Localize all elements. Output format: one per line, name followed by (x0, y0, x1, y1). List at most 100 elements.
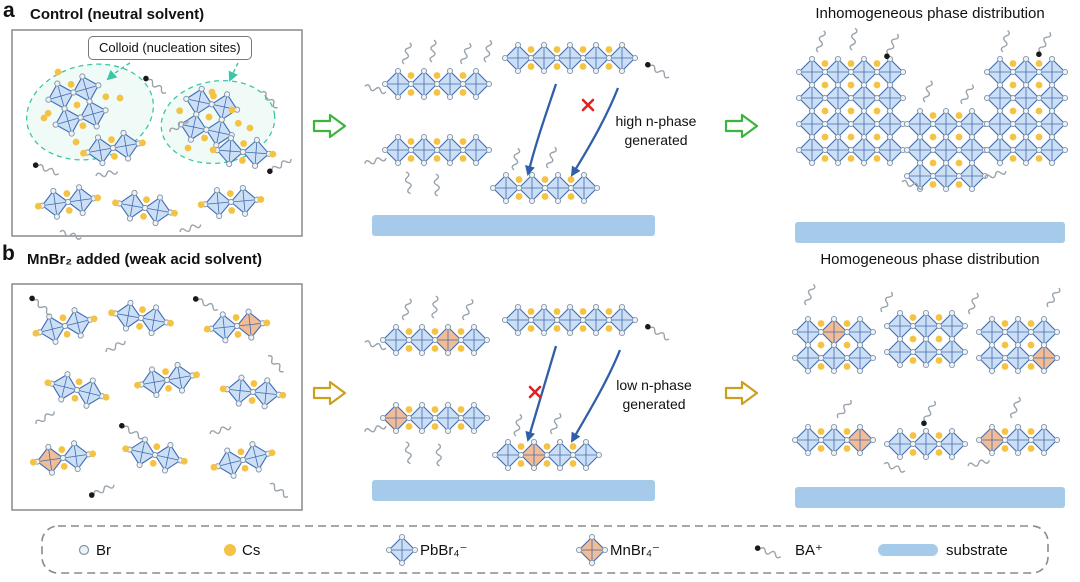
br-atom (1035, 94, 1043, 102)
cs-atom (257, 195, 265, 203)
cs-atom (579, 325, 587, 332)
br-atom (942, 107, 950, 115)
br-atom (1014, 315, 1022, 323)
br-atom (543, 451, 551, 459)
cs-atom (1009, 155, 1017, 162)
br-atom (1009, 120, 1017, 128)
br-atom (942, 185, 950, 193)
br-atom (791, 436, 799, 444)
cs-atom (63, 330, 71, 338)
br-atom (588, 559, 596, 567)
br-atom (405, 414, 413, 422)
legend-ba-label: BA⁺ (795, 542, 823, 559)
br-atom (227, 198, 235, 206)
br-atom (795, 146, 803, 154)
br-atom (216, 213, 223, 220)
perovskite-slab (32, 307, 98, 345)
crystal-grid (883, 309, 969, 369)
br-atom (968, 185, 976, 193)
ligand-chain (435, 443, 442, 467)
cs-atom (134, 381, 141, 389)
cs-atom (909, 449, 917, 456)
br-atom (394, 93, 402, 101)
cs-atom (433, 89, 441, 96)
ligand-chain (460, 42, 472, 65)
ligand-chain (105, 340, 126, 353)
cs-atom (527, 308, 535, 315)
br-atom (120, 129, 127, 136)
cs-atom (1009, 133, 1017, 141)
br-atom (856, 341, 864, 349)
cs-atom (847, 133, 855, 141)
br-atom (179, 387, 186, 394)
br-atom (567, 184, 575, 192)
cs-atom (89, 450, 97, 458)
br-atom (109, 144, 117, 152)
br-atom (136, 461, 143, 469)
br-atom (843, 328, 851, 336)
br-atom (1022, 107, 1030, 115)
cs-atom (1001, 320, 1009, 327)
br-atom (843, 436, 851, 444)
loose-cs-dots (40, 68, 254, 152)
ba-cation (143, 75, 167, 94)
br-atom (601, 546, 609, 554)
cs-atom (579, 46, 587, 53)
crystal-grid (791, 423, 877, 457)
br-atom (183, 95, 190, 102)
br-atom (983, 68, 991, 76)
cs-atom (193, 371, 200, 379)
cs-atom (515, 176, 523, 183)
br-atom (249, 388, 257, 396)
br-atom (847, 146, 855, 154)
br-atom (504, 464, 512, 472)
perovskite-slab (197, 184, 265, 220)
cs-atom (935, 449, 943, 456)
br-atom (1014, 423, 1022, 431)
br-atom (148, 330, 155, 337)
cs-atom (241, 464, 249, 472)
br-atom (394, 67, 402, 75)
br-atom (808, 133, 816, 141)
br-atom (381, 146, 389, 154)
perovskite-slab (112, 189, 178, 227)
br-atom (530, 464, 538, 472)
perovskite-slab (379, 323, 491, 357)
br-atom (76, 184, 83, 191)
br-atom (540, 41, 548, 49)
br-atom (222, 337, 229, 344)
br-atom (955, 172, 963, 180)
ba-cation (88, 484, 115, 498)
cs-atom (40, 114, 48, 122)
cs-atom (543, 443, 551, 450)
ba-cation (884, 33, 900, 60)
br-atom (817, 354, 825, 362)
br-atom (1001, 436, 1009, 444)
cs-atom (201, 134, 208, 142)
br-atom (472, 133, 480, 141)
br-atom (847, 120, 855, 128)
br-atom (491, 451, 499, 459)
br-atom (167, 441, 174, 449)
ba-cation (267, 158, 292, 175)
ligand-chain (511, 147, 521, 171)
br-atom (502, 197, 510, 205)
cs-atom (569, 460, 577, 467)
br-atom (903, 146, 911, 154)
br-atom (433, 80, 441, 88)
cs-atom (171, 209, 178, 217)
br-atom (379, 336, 387, 344)
br-atom (873, 94, 881, 102)
br-atom (392, 401, 400, 409)
br-atom (219, 311, 226, 318)
flow-arrow (724, 380, 759, 406)
cs-atom (929, 181, 937, 188)
br-atom (975, 354, 983, 362)
br-atom (514, 41, 522, 49)
br-atom (821, 94, 829, 102)
br-atom (148, 366, 155, 373)
ligand-chain (404, 171, 412, 195)
cs-atom (73, 101, 81, 109)
cs-atom (553, 325, 561, 332)
cs-atom (63, 190, 71, 197)
